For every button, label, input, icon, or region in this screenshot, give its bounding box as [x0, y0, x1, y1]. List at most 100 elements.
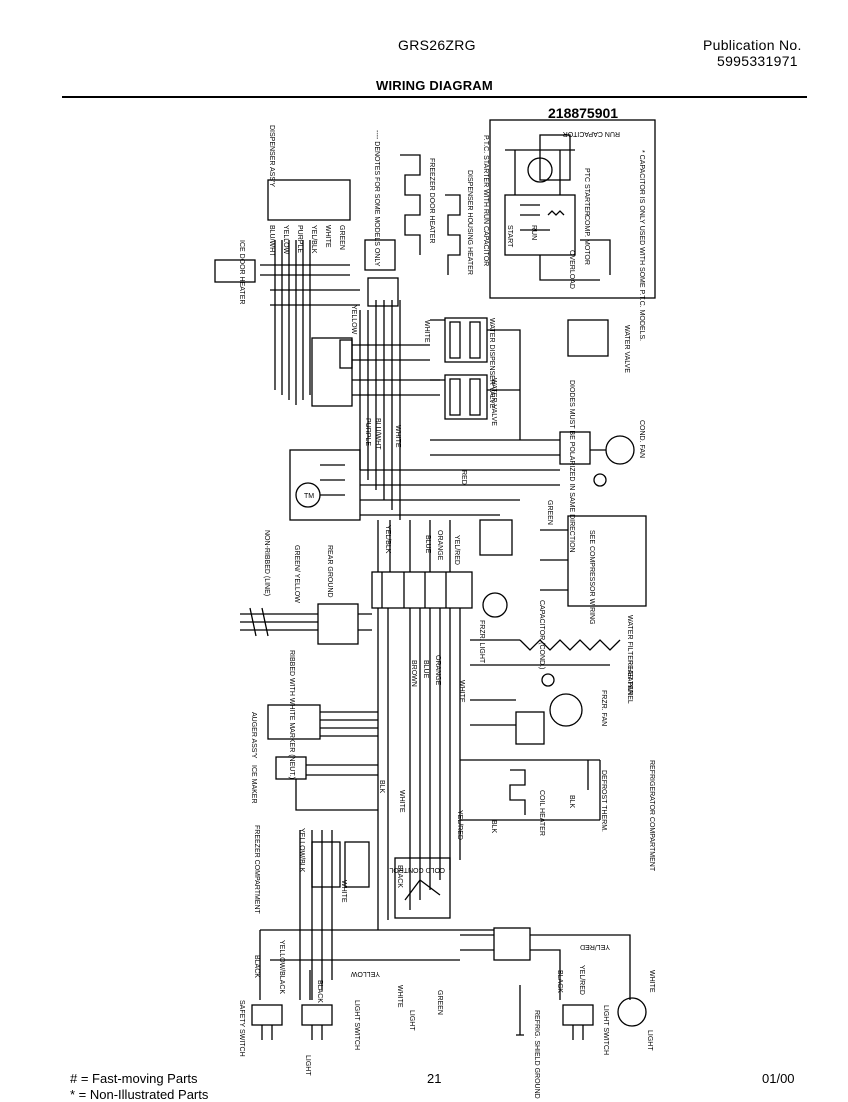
- publication-number: 5995331971: [717, 53, 798, 69]
- ribbed-label: RIBBED WITH WHITE MARKER (NEUT.): [288, 650, 295, 779]
- lower-connector: [493, 927, 531, 961]
- run-capacitor-box: [539, 134, 571, 181]
- see-compressor-wiring-label: SEE COMPRESSOR WIRING: [588, 530, 595, 625]
- freezer-door-heater-label: FREEZER DOOR HEATER: [428, 158, 435, 243]
- main-connector-upper: [311, 337, 353, 407]
- wire-black2-label: BLACK: [253, 955, 260, 978]
- ice-door-heater-plug: [214, 259, 256, 283]
- wire-yellowblk-label: YELLOW/BLK: [298, 828, 305, 873]
- water-valve: [444, 374, 488, 420]
- refrig-shield-ground-label: REFRIG. SHIELD GROUND: [533, 1010, 540, 1099]
- wire-red-label: RED: [460, 470, 467, 485]
- wire-black4-label: BLACK: [556, 970, 563, 993]
- light-right-label: LIGHT: [646, 1030, 653, 1051]
- light-switch-right-label: LIGHT SWITCH: [602, 1005, 609, 1055]
- wire-yelred2-label: YEL/RED: [456, 810, 463, 840]
- wire-blk2-label: BLK: [490, 820, 497, 834]
- timer-tm-label: TM: [304, 493, 314, 500]
- wire-white6-label: WHITE: [396, 985, 403, 1008]
- wire-white2-label: WHITE: [394, 425, 401, 448]
- ptc-run-cap-label: P.T.C. STARTER WITH RUN CAPACITOR: [482, 135, 489, 266]
- dispenser-wire-2: YELLOW: [282, 225, 289, 255]
- light-switch-left: [301, 1004, 333, 1026]
- water-valve-right-label: WATER VALVE: [623, 325, 630, 373]
- wire-brown-label: BROWN: [410, 660, 417, 687]
- rear-ground-label: REAR GROUND: [326, 545, 333, 598]
- run-capacitor-label: RUN CAPACITOR: [563, 130, 620, 137]
- wire-yelred-label: YEL/RED: [453, 535, 460, 565]
- revision-date: 01/00: [762, 1071, 795, 1086]
- water-dispenser-valve: [444, 317, 488, 363]
- dispenser-wire-5: WHITE: [324, 225, 331, 248]
- light-left-label: LIGHT: [408, 1010, 415, 1031]
- ptc-starter-label: PTC STARTER: [583, 168, 590, 216]
- wire-blk-label: BLK: [378, 780, 385, 794]
- model-number: GRS26ZRG: [398, 37, 476, 53]
- ice-maker-box: [275, 756, 307, 780]
- capacitor-note: * CAPACITOR IS ONLY USED WITH SOME P.T.C…: [638, 150, 645, 341]
- wire-yelred3-label: YEL/RED: [578, 965, 585, 995]
- frz-light-label: FRZR. LIGHT: [478, 620, 485, 664]
- part-number: 218875901: [548, 105, 618, 121]
- rear-panel-label: REAR PANEL: [626, 660, 633, 704]
- start-label: START: [506, 225, 513, 248]
- dispenser-housing-heater-label: DISPENSER HOUSING HEATER: [466, 170, 473, 275]
- run-label: RUN: [530, 225, 537, 240]
- coil-heater-label: COIL HEATER: [538, 790, 545, 836]
- wire-purple-label: PURPLE: [364, 418, 371, 446]
- freezer-fan-motor: [549, 693, 583, 727]
- cold-control-box: [394, 857, 451, 919]
- dispenser-wire-1: BLU/WHT: [268, 225, 275, 257]
- comp-motor-label: COMP. MOTOR: [583, 215, 590, 265]
- dispenser-wire-3: PURPLE: [296, 225, 303, 253]
- non-ribbed-label: NON-RIBBED (LINE): [263, 530, 270, 596]
- denotes-note: ---- DENOTES FOR SOME MODELS ONLY: [373, 130, 380, 267]
- page-title: WIRING DIAGRAM: [376, 78, 493, 93]
- wire-black-label: BLACK: [396, 865, 403, 888]
- ice-door-heater-label: ICE DOOR HEATER: [238, 240, 245, 304]
- capacitor-cond-label: CAPACITOR (COND.): [538, 600, 545, 669]
- wire-yellowblack-label: YELLOW/BLACK: [278, 940, 285, 994]
- comp-motor-box: [504, 194, 576, 256]
- light-bulb-right: [617, 997, 647, 1027]
- auger-assy-box: [267, 704, 321, 740]
- central-bus-block: [371, 571, 473, 609]
- overload-label: OVERLOAD: [568, 250, 575, 289]
- wire-white4-label: WHITE: [398, 790, 405, 813]
- auger-assy-label: AUGER ASS'Y: [250, 712, 257, 759]
- refrigerator-compartment-label: REFRIGERATOR COMPARTMENT: [648, 760, 655, 872]
- light-switch-right: [562, 1004, 594, 1026]
- dispenser-wire-6: GREEN: [338, 225, 345, 250]
- freezer-door-heater-coil: [400, 154, 421, 255]
- freezer-compartment-label: FREEZER COMPARTMENT: [253, 825, 260, 915]
- wire-white3-label: WHITE: [458, 680, 465, 703]
- fast-moving-note: # = Fast-moving Parts: [70, 1071, 198, 1086]
- wire-orange2-label: ORANGE: [434, 655, 441, 686]
- cond-fan-motor: [605, 435, 635, 465]
- wire-white7-label: WHITE: [648, 970, 655, 993]
- wire-white-label: WHITE: [423, 320, 430, 343]
- page-number: 21: [427, 1071, 442, 1086]
- green-yellow-label: GREEN/ YELLOW: [293, 545, 300, 603]
- non-illustrated-note: * = Non-Illustrated Parts: [70, 1087, 209, 1102]
- safety-switch-label: SAFETY SWITCH: [238, 1000, 245, 1057]
- wire-yelblk-label: YEL/BLK: [384, 525, 391, 554]
- wire-green-label: GREEN: [546, 500, 553, 525]
- light-center-label: LIGHT: [304, 1055, 311, 1076]
- safety-switch: [251, 1004, 283, 1026]
- cold-control-label: COLD CONTROL: [389, 866, 445, 873]
- ice-maker-label: ICE MAKER: [250, 765, 257, 804]
- light-switch-left-label: LIGHT SWITCH: [353, 1000, 360, 1050]
- cond-fan-label: COND. FAN: [638, 420, 645, 458]
- frz-fan-label: FRZR. FAN: [600, 690, 607, 726]
- wire-orange-label: ORANGE: [436, 530, 443, 561]
- dispenser-assy-box: [267, 179, 351, 221]
- ptc-starter-box: [489, 119, 656, 299]
- wire-green2-label: GREEN: [436, 990, 443, 1015]
- coil-heater-coil: [509, 769, 526, 815]
- defrost-therm-label: DEFROST THERM.: [600, 770, 607, 832]
- dispenser-wire-4: YEL/BLK: [310, 225, 317, 254]
- power-cord-connector: [317, 603, 359, 645]
- water-filter-heater-coil: [519, 639, 621, 651]
